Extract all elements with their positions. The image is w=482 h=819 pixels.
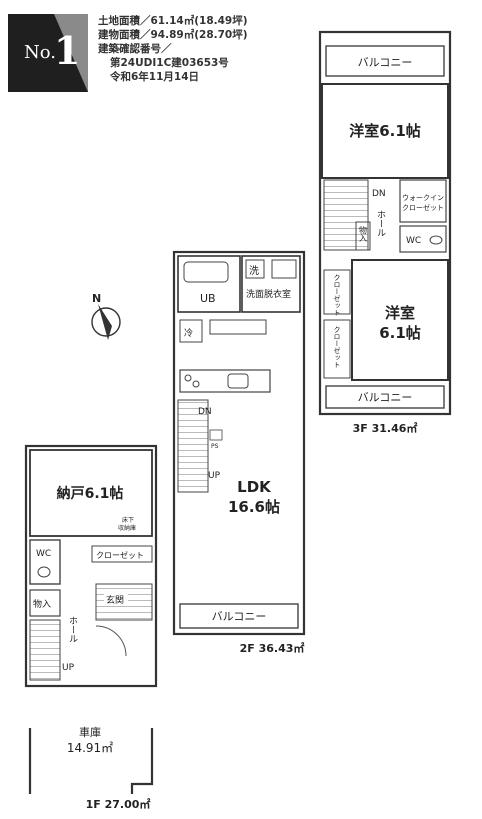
- compass-north-label: N: [92, 292, 101, 305]
- floor-2f-area: 2F 36.43㎡: [240, 641, 305, 655]
- stairs-1f-up: UP: [62, 663, 75, 673]
- ldk-label: LDK: [237, 478, 272, 496]
- storage-3f: [355, 221, 371, 251]
- badge-number: 1: [54, 28, 81, 73]
- closet-3f-right-label: クローゼット: [333, 326, 341, 368]
- hall-3f-label: ホール: [375, 210, 386, 237]
- balcony-2f-label: バルコニー: [212, 610, 267, 623]
- bedroom-2-label: 洋室: [385, 304, 415, 322]
- spec-permit-number: 第24UDI1C建03653号: [110, 57, 229, 69]
- entrance-label: 玄関: [106, 594, 124, 606]
- stairs-3f: [323, 179, 369, 251]
- bedroom-1-label: 洋室6.1帖: [349, 122, 421, 140]
- hall-1f-label: ホール: [67, 616, 78, 643]
- spec-permit-date: 令和6年11月14日: [110, 71, 200, 83]
- balcony-3f-top-label: バルコニー: [358, 56, 413, 69]
- storage-1f: [29, 589, 61, 617]
- underfloor-label-2: 収納庫: [118, 524, 136, 532]
- floor-3f-outline: [318, 30, 452, 416]
- wc-1f: [29, 539, 61, 585]
- fridge-space: [179, 319, 203, 343]
- closet-3f-right: [323, 319, 351, 379]
- closet-3f-left-label: クローゼット: [333, 274, 341, 316]
- bathroom: [177, 255, 241, 313]
- fridge-label: 冷: [184, 327, 193, 339]
- stairs-1f: [29, 619, 61, 681]
- stove-icon: [184, 374, 192, 382]
- closet-1f-label: クローゼット: [96, 550, 144, 560]
- floor-3f-area: 3F 31.46㎡: [353, 421, 418, 435]
- floor-1f-area: 1F 27.00㎡: [86, 797, 151, 811]
- wic-label-1: ウォークイン: [402, 194, 444, 202]
- floor-1f-outline: [24, 444, 158, 688]
- storage-1f-label: 物入: [33, 598, 51, 610]
- cupboard: [209, 319, 267, 335]
- listing-number-badge: No. 1: [8, 14, 88, 92]
- kitchen-sink-icon: [227, 373, 249, 389]
- wic-label-2: クローゼット: [402, 203, 444, 212]
- washroom: [241, 255, 301, 313]
- north-compass: N: [91, 292, 121, 340]
- badge-prefix: No.: [24, 42, 56, 63]
- property-specs: 土地面積／61.14㎡(18.49坪) 建物面積／94.89㎡(28.70坪) …: [98, 14, 248, 84]
- ps-label: PS: [211, 443, 219, 450]
- bedroom-2: [351, 259, 449, 381]
- stove-icon-2: [192, 380, 200, 388]
- balcony-2f: [179, 603, 299, 629]
- stairs-2f-up: UP: [208, 471, 221, 481]
- toilet-1f-icon: [37, 566, 51, 578]
- balcony-3f-bottom: [325, 385, 445, 409]
- balcony-3f-top: [325, 45, 445, 77]
- bath-label: UB: [200, 292, 216, 305]
- floor-1f: 納戸6.1帖 WC クローゼット 床下 収納庫 物入 玄関 ホール UP 車庫 …: [24, 444, 158, 811]
- bathtub-icon: [183, 261, 229, 283]
- stairs-3f-dn: DN: [372, 189, 386, 199]
- floor-2f-outline: [172, 250, 306, 636]
- garage-area: 14.91㎡: [67, 741, 113, 755]
- kitchen-counter: [179, 369, 271, 393]
- sink-icon: [271, 259, 297, 279]
- pipe-space: [209, 429, 223, 441]
- stairs-2f-dn: DN: [198, 407, 212, 417]
- ldk-size: 16.6帖: [228, 498, 280, 516]
- stairs-2f: [177, 399, 209, 493]
- compass-needle-icon: [98, 304, 112, 340]
- balcony-3f-bottom-label: バルコニー: [358, 391, 413, 404]
- garage-outline: [28, 728, 154, 794]
- entrance-label-bg: [104, 592, 128, 606]
- closet-3f-left: [323, 269, 351, 315]
- storage-room: [29, 449, 153, 537]
- walk-in-closet: [399, 179, 447, 223]
- spec-land-area: 土地面積／61.14㎡(18.49坪): [98, 15, 248, 27]
- underfloor-label: 床下: [122, 516, 134, 524]
- wc-3f: [399, 225, 447, 253]
- closet-1f: [91, 545, 153, 563]
- floor-2f: UB 洗 洗面脱衣室 冷 DN UP PS LDK 16.6帖 バルコニー 2F…: [172, 250, 306, 655]
- garage-label: 車庫: [79, 725, 101, 739]
- storage-3f-label: 物入: [359, 225, 368, 242]
- compass-circle: [91, 307, 121, 337]
- floor-3f: バルコニー 洋室6.1帖 DN ホール 物入 ウォークイン クローゼット WC …: [318, 30, 452, 435]
- toilet-3f-icon: [429, 235, 443, 245]
- bedroom-2-size: 6.1帖: [379, 324, 421, 342]
- spec-building-area: 建物面積／94.89㎡(28.70坪): [98, 29, 248, 41]
- washer-label: 洗: [249, 265, 259, 277]
- wc-3f-label: WC: [406, 236, 421, 246]
- wc-1f-label: WC: [36, 549, 51, 559]
- washroom-label: 洗面脱衣室: [246, 288, 291, 300]
- storage-room-label: 納戸6.1帖: [57, 485, 124, 502]
- bedroom-1: [321, 83, 449, 179]
- spec-permit-label: 建築確認番号／: [98, 43, 172, 55]
- badge-accent: [54, 14, 88, 92]
- washer-icon: [245, 259, 265, 279]
- entrance-door-swing: [95, 625, 127, 657]
